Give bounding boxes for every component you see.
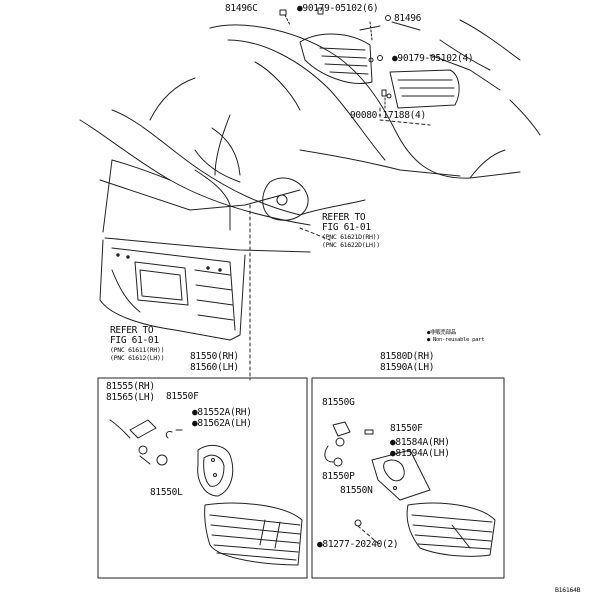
part-label-81562a-lh: ●81562A(LH) (192, 418, 252, 429)
refer-pnc-rh: (PNC 61611(RH)) (110, 346, 165, 354)
part-label-81565-lh: 81565(LH) (106, 392, 155, 403)
figure-id: B16164B (555, 586, 581, 594)
refer-pnc-rh: (PNC 61621D(RH)) (322, 233, 380, 241)
rear-body-panel (99, 239, 246, 341)
bullet-icon: ● (297, 3, 303, 14)
leader-bolts (284, 14, 386, 111)
left-group-box (97, 377, 308, 579)
part-label-81550l: 81550L (150, 487, 183, 498)
right-group-parts (324, 421, 496, 557)
left-group-header-lh: 81560(LH) (190, 362, 239, 373)
bullet-icon: ● (192, 418, 198, 429)
right-group-header-rh: 81580D(RH) (380, 351, 435, 362)
part-label-90179-05102-6: ●90179-05102(6) (297, 3, 379, 14)
refer-pnc-lh: (PNC 61612(LH)) (110, 354, 165, 362)
part-label-81550g: 81550G (322, 397, 355, 408)
part-label-81550n: 81550N (340, 485, 373, 496)
left-group-parts (109, 419, 303, 566)
refer-note-left: REFER TO FIG 61-01 (PNC 61611(RH)) (PNC … (110, 325, 165, 363)
part-label-81496c: 81496C (225, 3, 258, 14)
part-label-90179-05102-4: ●90179-05102(4) (392, 53, 474, 64)
right-group-box (311, 377, 505, 579)
bullet-icon: ● (390, 448, 396, 459)
bullet-icon: ● (390, 437, 396, 448)
leader-upper (379, 107, 431, 126)
refer-fig: FIG 61-01 (110, 335, 159, 346)
upper-tail-lamp (299, 33, 460, 109)
refer-line: REFER TO (322, 212, 366, 223)
part-label-81277-20240-2: ●81277-20240(2) (317, 539, 399, 550)
bullet-icon: ● (392, 53, 398, 64)
part-label-81550p: 81550P (322, 471, 355, 482)
part-label-90080-17188-4: 90080-17188(4) (350, 110, 426, 121)
bullet-icon: ● (192, 407, 198, 418)
left-group-header-rh: 81550(RH) (190, 351, 239, 362)
part-label-81555-rh: 81555(RH) (106, 381, 155, 392)
part-label-81584a-rh: ●81584A(RH) (390, 437, 450, 448)
legend-en: ● Non-reusable part (427, 337, 485, 343)
refer-note-right: REFER TO FIG 61-01 (PNC 61621D(RH)) (PNC… (322, 212, 380, 250)
part-label-81550f-right: 81550F (390, 423, 423, 434)
part-label-81496: 81496 (394, 13, 422, 24)
right-group-header-lh: 81590A(LH) (380, 362, 435, 373)
part-label-81594a-lh: ●81594A(LH) (390, 448, 450, 459)
part-label-81552a-rh: ●81552A(RH) (192, 407, 252, 418)
part-label-81550f-left: 81550F (166, 391, 199, 402)
refer-pnc-lh: (PNC 61622D(LH)) (322, 241, 380, 249)
refer-fig: FIG 61-01 (322, 222, 371, 233)
vehicle-body-outline (79, 19, 541, 253)
legend: ●非販売部品 ● Non-reusable part (427, 330, 485, 344)
refer-line: REFER TO (110, 325, 154, 336)
bolt-icons (279, 7, 391, 97)
grommet-part (262, 177, 331, 241)
legend-jp: ●非販売部品 (427, 330, 457, 336)
bullet-icon: ● (317, 539, 323, 550)
